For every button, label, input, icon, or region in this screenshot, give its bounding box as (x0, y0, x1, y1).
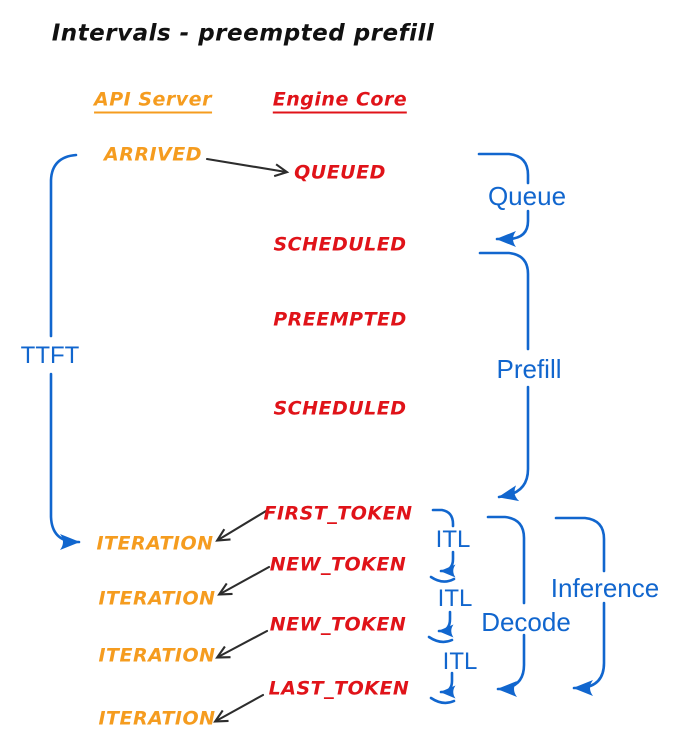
prefill-bracket-top (478, 251, 530, 351)
interval-label-inference: Inference (550, 573, 660, 603)
column-header-api-server: API Server (94, 90, 212, 114)
itl3-flourish (429, 696, 456, 705)
itl2-flourish (427, 635, 454, 644)
event-iteration-4: ITERATION (98, 707, 216, 730)
arrow-lasttoken-to-iteration (213, 693, 265, 723)
queue-bracket-top (477, 152, 530, 185)
queue-bracket-bottom-arrow (495, 209, 530, 247)
event-preempted: PREEMPTED (273, 308, 407, 331)
event-scheduled-1: SCHEDULED (273, 233, 407, 256)
event-iteration-1: ITERATION (96, 532, 214, 555)
column-header-engine-core: Engine Core (272, 90, 408, 114)
arrow-newtoken1-to-iteration (217, 565, 271, 596)
page-title: Intervals - preempted prefill (51, 20, 435, 47)
itl1-bracket-top (431, 508, 455, 528)
interval-label-queue: Queue (487, 181, 567, 211)
inference-bracket-bottom-arrow (572, 601, 606, 696)
ttft-bracket-top (49, 153, 78, 338)
itl2-bracket-arrow (437, 610, 454, 638)
arrow-firsttoken-to-iteration (215, 509, 268, 542)
event-last-token: LAST_TOKEN (268, 677, 410, 700)
interval-label-decode: Decode (481, 607, 571, 637)
interval-label-prefill: Prefill (496, 354, 562, 384)
itl1-flourish (429, 575, 456, 583)
prefill-bracket-bottom-arrow (497, 385, 530, 502)
event-iteration-3: ITERATION (98, 644, 216, 667)
decode-bracket-bottom-arrow (496, 633, 526, 697)
event-new-token-1: NEW_TOKEN (269, 553, 407, 576)
event-arrived: ARRIVED (104, 143, 202, 166)
interval-label-itl-1: ITL (435, 526, 471, 553)
interval-label-itl-3: ITL (442, 648, 478, 675)
event-first-token: FIRST_TOKEN (263, 502, 413, 525)
event-scheduled-2: SCHEDULED (273, 397, 407, 420)
event-iteration-2: ITERATION (98, 587, 216, 610)
event-queued: QUEUED (294, 161, 386, 184)
decode-bracket-top (486, 515, 526, 605)
event-new-token-2: NEW_TOKEN (269, 613, 407, 636)
arrow-arrived-to-queued (205, 157, 290, 178)
interval-label-itl-2: ITL (437, 585, 473, 612)
itl3-bracket-arrow (439, 671, 456, 699)
ttft-bracket-bottom-arrow (49, 372, 81, 550)
arrow-newtoken2-to-iteration (215, 629, 269, 659)
inference-bracket-top (554, 516, 606, 573)
interval-label-ttft: TTFT (20, 342, 80, 369)
itl1-bracket-arrow (439, 550, 456, 578)
